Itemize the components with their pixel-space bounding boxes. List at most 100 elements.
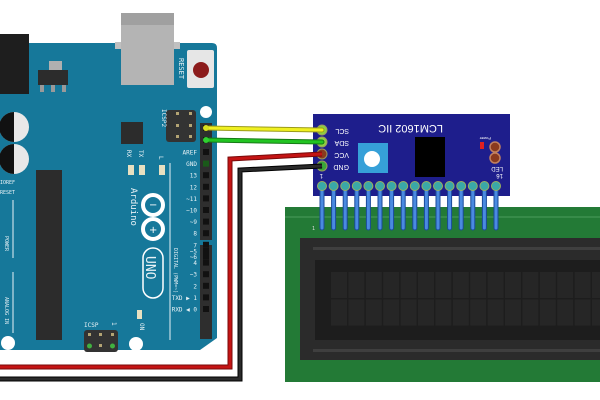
arduino-brand-label: Arduino bbox=[128, 188, 138, 226]
lcd-cell bbox=[365, 272, 382, 298]
module-pin16-label: 16 bbox=[496, 172, 503, 178]
pin-hole[interactable] bbox=[203, 218, 209, 225]
wire-gnd[interactable] bbox=[0, 163, 323, 382]
lcd-cell bbox=[574, 299, 591, 326]
pin-hole[interactable] bbox=[203, 241, 209, 248]
pin-hole[interactable] bbox=[203, 253, 209, 260]
led-jumper-pin[interactable] bbox=[489, 141, 501, 153]
on-led bbox=[137, 310, 142, 319]
pin-hole[interactable] bbox=[203, 183, 209, 190]
lcd-cell bbox=[487, 299, 504, 326]
uno-badge bbox=[142, 247, 164, 299]
reset-button-cap[interactable] bbox=[193, 62, 209, 78]
led-jumper-pin[interactable] bbox=[489, 152, 501, 164]
digital-pin-label: ~6 bbox=[190, 254, 198, 261]
wires bbox=[0, 125, 325, 382]
bezel-line bbox=[313, 349, 600, 352]
digital-header-lower bbox=[200, 245, 212, 339]
l-label: L bbox=[157, 156, 164, 160]
pin-hole[interactable] bbox=[203, 160, 209, 167]
digital-pin-label: AREF bbox=[183, 150, 198, 157]
module-pin-pad bbox=[467, 181, 478, 191]
lcd-cell bbox=[487, 272, 504, 298]
digital-pin-label: RXD ◀ 0 bbox=[172, 307, 198, 314]
lcd-cell bbox=[348, 272, 365, 298]
pin-hole[interactable] bbox=[203, 294, 209, 301]
rx-label: RX bbox=[125, 150, 132, 158]
module-pin-pad bbox=[317, 181, 327, 191]
regulator-tab bbox=[49, 61, 62, 70]
arduino-pcb bbox=[0, 43, 217, 350]
lcd-cell bbox=[400, 299, 417, 326]
logo-minus: − bbox=[149, 200, 157, 211]
regulator-pin bbox=[40, 85, 44, 92]
dc-jack bbox=[0, 34, 29, 94]
pin-hole[interactable] bbox=[203, 172, 209, 179]
pin-hole[interactable] bbox=[203, 230, 209, 237]
lcd-cell bbox=[522, 272, 539, 298]
capacitor-mark bbox=[0, 144, 14, 174]
i2c-module: LCM1602 IIC SCL SDA VCC GND 1 16 LED Pow… bbox=[313, 114, 510, 231]
icsp2-label: ICSP2 bbox=[160, 109, 167, 127]
module-lcd-pins bbox=[317, 181, 501, 231]
power-led bbox=[480, 142, 484, 149]
digital-pin-label: GND bbox=[186, 161, 197, 168]
sda-label: SDA bbox=[334, 139, 349, 146]
wire-scl[interactable] bbox=[203, 125, 325, 133]
lcd-cell bbox=[348, 299, 365, 326]
gnd-label: GND bbox=[333, 163, 349, 170]
module-pin-pad bbox=[375, 181, 385, 191]
wire-end bbox=[203, 125, 209, 131]
lcd-cell bbox=[435, 272, 452, 298]
digital-pin-label: 8 bbox=[193, 231, 197, 238]
icsp2-pins bbox=[176, 112, 192, 138]
lcd-character-cells bbox=[331, 272, 600, 326]
vcc-label: VCC bbox=[334, 151, 349, 158]
pin-hole[interactable] bbox=[203, 306, 209, 312]
lcd-cell bbox=[557, 299, 574, 326]
mounting-hole bbox=[200, 106, 212, 118]
module-pin-pad bbox=[491, 181, 501, 191]
lcd-cell bbox=[383, 299, 400, 326]
wire-vcc[interactable] bbox=[0, 151, 323, 370]
module-pin1-label: 1 bbox=[319, 172, 323, 178]
arduino-infinity-logo bbox=[141, 193, 165, 241]
pin-hole[interactable] bbox=[203, 149, 209, 155]
module-title: LCM1602 IIC bbox=[378, 122, 443, 134]
usb-top bbox=[121, 13, 174, 25]
digital-pin-label: 2 bbox=[193, 283, 197, 290]
pin-hole[interactable] bbox=[203, 207, 209, 213]
lcd-cell bbox=[452, 272, 469, 298]
digital-pin-label: ~3 bbox=[190, 272, 198, 279]
pin-hole[interactable] bbox=[203, 259, 209, 266]
digital-pin-label: 13 bbox=[190, 173, 198, 180]
module-pin-pad bbox=[433, 181, 443, 191]
pcf8574-chip bbox=[415, 137, 445, 177]
pin-hole[interactable] bbox=[203, 271, 209, 278]
lcd-display: 1 bbox=[285, 207, 600, 382]
module-pin-pad bbox=[351, 181, 362, 191]
arduino-board: RESET ICSP2 RX TX L Arduino − + bbox=[0, 13, 217, 352]
pin-hole[interactable] bbox=[203, 195, 209, 202]
module-pin-pad bbox=[479, 181, 490, 191]
icsp-label: ICSP bbox=[84, 322, 99, 329]
pin-hole[interactable] bbox=[203, 248, 209, 254]
voltage-regulator bbox=[38, 70, 68, 85]
lcd-cell bbox=[383, 272, 400, 298]
module-pin-pad bbox=[456, 181, 467, 191]
lcd-cell bbox=[418, 272, 434, 298]
digital-label: DIGITAL (PWM=~) bbox=[172, 248, 178, 293]
potentiometer-knob[interactable] bbox=[364, 151, 380, 167]
pin-hole[interactable] bbox=[203, 282, 209, 289]
digital-pin-label: 4 bbox=[193, 260, 197, 267]
module-pin-pad bbox=[386, 181, 397, 191]
scl-label: SCL bbox=[335, 127, 349, 134]
l-led bbox=[159, 165, 165, 175]
lcd-cell bbox=[505, 299, 521, 326]
icsp-pins bbox=[87, 333, 115, 349]
bezel-line bbox=[313, 247, 600, 250]
wire-sda[interactable] bbox=[203, 137, 325, 145]
reset-label: RESET bbox=[177, 58, 185, 80]
lcd-cell bbox=[452, 299, 469, 326]
